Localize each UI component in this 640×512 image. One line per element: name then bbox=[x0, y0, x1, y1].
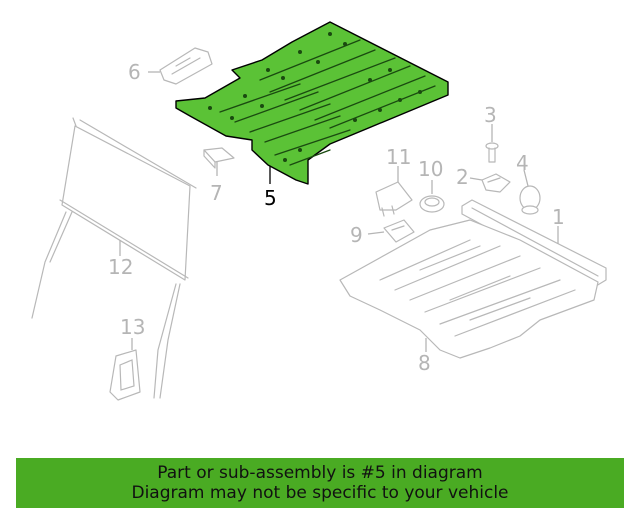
part-10-plug[interactable] bbox=[419, 195, 445, 213]
part-9-bracket[interactable] bbox=[383, 219, 415, 243]
part-12-cargo-screen[interactable] bbox=[31, 117, 197, 399]
part-4-grommet[interactable] bbox=[519, 185, 541, 215]
notice-line-2: Diagram may not be specific to your vehi… bbox=[131, 483, 509, 503]
callout-1: 1 bbox=[552, 205, 565, 229]
callout-5: 5 bbox=[264, 186, 277, 210]
part-11-cover[interactable] bbox=[375, 181, 413, 217]
part-8-rear-floor[interactable] bbox=[339, 219, 599, 359]
notice-line-1: Part or sub-assembly is #5 in diagram bbox=[157, 463, 483, 483]
part-1-rail[interactable] bbox=[461, 199, 607, 287]
callout-13: 13 bbox=[120, 315, 145, 339]
part-13-trim-piece[interactable] bbox=[109, 349, 141, 401]
callout-4: 4 bbox=[516, 151, 529, 175]
part-6-bracket[interactable] bbox=[159, 47, 213, 85]
callout-11: 11 bbox=[386, 145, 411, 169]
part-7-clip[interactable] bbox=[203, 147, 235, 169]
callout-12: 12 bbox=[108, 255, 133, 279]
diagram-notice-banner: Part or sub-assembly is #5 in diagram Di… bbox=[16, 458, 624, 508]
part-2-retainer[interactable] bbox=[481, 173, 511, 193]
callout-8: 8 bbox=[418, 351, 431, 375]
callout-6: 6 bbox=[128, 60, 141, 84]
callout-9: 9 bbox=[350, 223, 363, 247]
callout-3: 3 bbox=[484, 103, 497, 127]
leader-lines bbox=[119, 71, 559, 352]
callout-10: 10 bbox=[418, 157, 443, 181]
parts-diagram: 1 2 3 4 5 6 7 8 9 10 11 12 13 bbox=[31, 21, 607, 401]
callout-2: 2 bbox=[456, 165, 469, 189]
callout-7: 7 bbox=[210, 181, 223, 205]
part-3-bolt[interactable] bbox=[485, 142, 499, 163]
part-5-floor-panel[interactable] bbox=[175, 21, 449, 185]
